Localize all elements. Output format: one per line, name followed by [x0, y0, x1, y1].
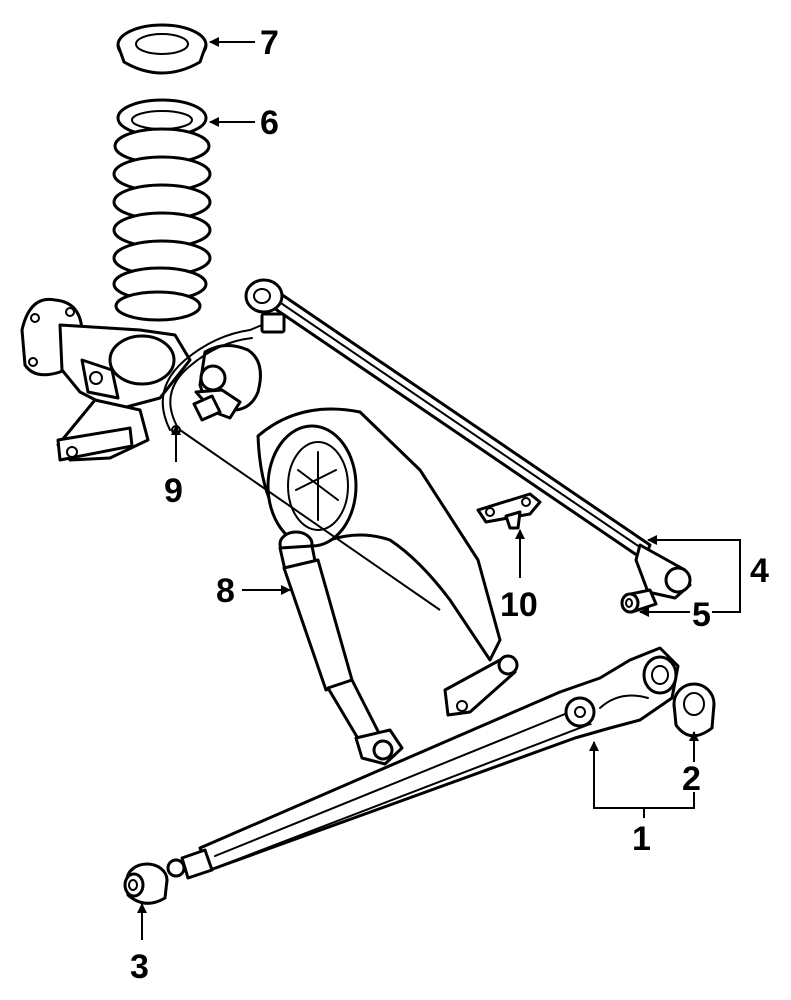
callout-2: 2 — [682, 760, 701, 798]
coil-spring-part — [112, 98, 212, 322]
callout-1: 1 — [632, 820, 651, 858]
callout-6: 6 — [260, 104, 279, 142]
leader-4b — [712, 570, 741, 613]
shock-absorber-part — [278, 530, 404, 766]
lateral-rod-bushing-part — [620, 588, 658, 614]
callout-9: 9 — [164, 472, 183, 510]
callout-3: 3 — [130, 948, 149, 986]
callout-5: 5 — [692, 596, 711, 634]
callout-10: 10 — [500, 586, 538, 624]
trailing-arm-bushing-part — [672, 682, 716, 738]
callout-7: 7 — [260, 24, 279, 62]
front-bushing-part — [123, 862, 169, 905]
axle-housing — [20, 297, 519, 717]
spring-seat-part — [116, 23, 208, 75]
leader-1 — [593, 762, 695, 809]
leader-4 — [654, 539, 741, 570]
abs-sensor-wire-part — [161, 312, 286, 435]
trailing-arm-part — [166, 646, 680, 880]
callout-8: 8 — [216, 572, 235, 610]
callout-leaders — [137, 37, 741, 940]
lateral-rod-part — [244, 278, 692, 600]
callout-4: 4 — [750, 552, 769, 590]
callout-labels: 7 6 9 8 10 4 5 2 1 3 — [130, 24, 769, 986]
bracket-part — [476, 492, 542, 530]
